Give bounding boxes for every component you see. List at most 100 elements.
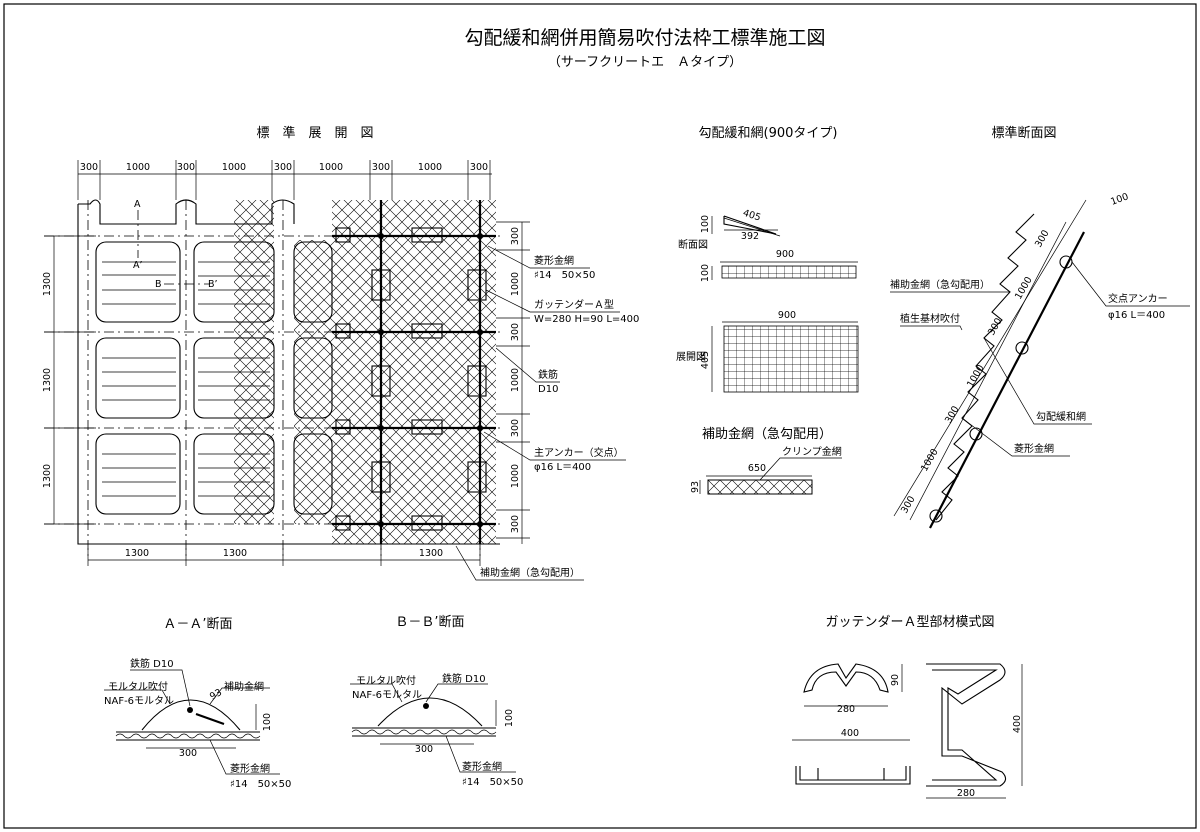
section-label-aux: 補助金網（急勾配用） bbox=[890, 278, 990, 291]
aux-net-dim-93: 93 bbox=[690, 481, 701, 493]
callout-rebar-spec: D10 bbox=[538, 384, 558, 395]
top-dim-5: 300 bbox=[274, 162, 292, 173]
development-callouts: 菱形金網 ♯14 50×50 ガッテンダーＡ型 W=280 H=90 L=400… bbox=[455, 245, 639, 581]
slope-net-dim-900a: 900 bbox=[776, 249, 794, 260]
mark-b: B bbox=[155, 279, 162, 290]
gutter-boxes bbox=[335, 227, 487, 531]
section-dim-100: 100 bbox=[1109, 191, 1130, 208]
section-bb-mortar bbox=[377, 697, 483, 727]
slope-net-dim-392: 392 bbox=[741, 231, 759, 242]
slope-net-elevation bbox=[721, 265, 857, 279]
slope-net-development bbox=[723, 325, 859, 393]
left-dim-3: 1300 bbox=[42, 464, 53, 488]
section-aa-aux: 補助金網 bbox=[224, 680, 264, 693]
sheet-border bbox=[3, 3, 1197, 829]
top-dim-2: 1000 bbox=[126, 162, 150, 173]
gutter-model-view: ガッテンダーＡ型部材模式図 280 90 400 400 280 bbox=[792, 615, 1023, 799]
callout-aux-net: 補助金網（急勾配用） bbox=[480, 566, 580, 579]
section-dim-300a: 300 bbox=[1033, 228, 1052, 249]
bottom-dim-1: 1300 bbox=[125, 548, 149, 559]
section-label-seed: 植生基材吹付 bbox=[900, 312, 960, 325]
gutter-arch-profile bbox=[803, 663, 889, 693]
left-dim-2: 1300 bbox=[42, 368, 53, 392]
top-dim-9: 300 bbox=[470, 162, 488, 173]
right-dim-6: 1000 bbox=[510, 464, 521, 488]
section-aa-dim-300: 300 bbox=[179, 748, 197, 759]
section-aa-mesh bbox=[115, 731, 261, 741]
right-dim-7: 300 bbox=[510, 515, 521, 533]
diamond-mesh-strip bbox=[234, 200, 274, 524]
section-marks: A A’ B B’ bbox=[133, 199, 218, 290]
slope-net-dim-405a: 405 bbox=[741, 208, 762, 224]
standard-section-view: 標準断面図 100 300 1000 300 1000 300 1000 300… bbox=[890, 125, 1190, 529]
section-aa-view: Ａ－Ａ’断面 300 100 93 鉄筋 D10 モルタル吹付 NAF-6モルタ… bbox=[104, 617, 291, 790]
right-dim-4: 1000 bbox=[510, 368, 521, 392]
slope-net-title: 勾配緩和網(900タイプ) bbox=[699, 126, 838, 141]
right-dim-5: 300 bbox=[510, 419, 521, 437]
section-aa-title: Ａ－Ａ’断面 bbox=[163, 617, 232, 632]
top-dim-1: 300 bbox=[80, 162, 98, 173]
top-dimension-line: 300 1000 300 1000 300 1000 300 1000 300 bbox=[77, 160, 492, 200]
section-aa-mesh-label: 菱形金網 bbox=[230, 762, 270, 775]
drawing-subtitle: （サーフクリートエ Ａタイプ） bbox=[548, 55, 742, 70]
section-bb-title: Ｂ－Ｂ’断面 bbox=[395, 615, 464, 630]
right-dim-3: 300 bbox=[510, 323, 521, 341]
slope-net-dim-900b: 900 bbox=[778, 310, 796, 321]
bottom-dim-3: 1300 bbox=[419, 548, 443, 559]
aux-net-mesh bbox=[707, 479, 813, 495]
section-aa-mortar bbox=[141, 699, 241, 731]
gutter-dim-400a: 400 bbox=[841, 728, 859, 739]
bottom-dim-2: 1300 bbox=[223, 548, 247, 559]
top-dim-8: 1000 bbox=[418, 162, 442, 173]
slope-net-dim-405b: 405 bbox=[700, 351, 711, 369]
development-view: 標 準 展 開 図 300 1000 300 1000 300 1000 300… bbox=[42, 125, 639, 581]
section-bb-naf: NAF-6モルタル bbox=[352, 689, 422, 701]
diamond-mesh-strip-2 bbox=[294, 240, 332, 524]
section-dim-1000c: 1000 bbox=[919, 447, 941, 473]
callout-gutter-spec: W=280 H=90 L=400 bbox=[534, 314, 639, 325]
gutter-side-profile bbox=[926, 663, 1007, 787]
section-bb-rebar: 鉄筋 D10 bbox=[442, 672, 486, 685]
top-dim-4: 1000 bbox=[222, 162, 246, 173]
development-title: 標 準 展 開 図 bbox=[256, 125, 373, 141]
section-bb-mesh-spec: ♯14 50×50 bbox=[462, 777, 523, 788]
drawing-title: 勾配緩和網併用簡易吹付法枠工標準施工図 bbox=[464, 27, 825, 49]
mark-b-prime: B’ bbox=[208, 279, 218, 290]
aux-net-clip-label: クリンプ金網 bbox=[782, 445, 842, 458]
section-bb-view: Ｂ－Ｂ’断面 300 100 モルタル吹付 NAF-6モルタル 鉄筋 D10 菱… bbox=[350, 615, 523, 788]
mark-a: A bbox=[134, 199, 141, 210]
section-bb-mesh-label: 菱形金網 bbox=[462, 760, 502, 773]
aux-net-title: 補助金網（急勾配用） bbox=[702, 426, 832, 442]
callout-anchor: 主アンカー（交点） bbox=[534, 446, 624, 459]
section-dim-300c: 300 bbox=[943, 404, 962, 425]
gutter-plan-profile bbox=[795, 766, 911, 785]
slope-net-dev-label: 展開図 bbox=[676, 351, 706, 363]
slope-net-section-label: 断面図 bbox=[678, 238, 708, 251]
section-aa-mesh-spec: ♯14 50×50 bbox=[230, 779, 291, 790]
gutter-dim-400b: 400 bbox=[1012, 715, 1023, 733]
gutter-model-title: ガッテンダーＡ型部材模式図 bbox=[825, 615, 994, 630]
rebar-lines bbox=[332, 200, 496, 544]
callout-diamond-mesh: 菱形金網 bbox=[534, 254, 574, 267]
standard-section-title: 標準断面図 bbox=[991, 125, 1056, 141]
right-dim-1: 300 bbox=[510, 227, 521, 245]
right-dim-2: 1000 bbox=[510, 272, 521, 296]
right-dimension-line: 300 1000 300 1000 300 1000 300 bbox=[496, 221, 530, 544]
section-label-slope-net: 勾配緩和網 bbox=[1036, 410, 1086, 423]
top-dim-3: 300 bbox=[177, 162, 195, 173]
section-bb-mortar-label: モルタル吹付 bbox=[356, 674, 416, 687]
gutter-dim-280a: 280 bbox=[837, 704, 855, 715]
aux-net-dim-650: 650 bbox=[748, 463, 766, 474]
gutter-dim-90: 90 bbox=[890, 674, 901, 686]
bottom-dimension-line: 1300 1300 1300 bbox=[87, 548, 481, 566]
section-aa-naf: NAF-6モルタル bbox=[104, 695, 174, 707]
callout-anchor-spec: φ16 L＝400 bbox=[534, 462, 591, 473]
top-dim-7: 300 bbox=[372, 162, 390, 173]
callout-rebar: 鉄筋 bbox=[538, 368, 558, 381]
slope-net-dim-100a: 100 bbox=[700, 215, 711, 233]
slope-net-dim-100b: 100 bbox=[700, 264, 711, 282]
section-aa-dim-100: 100 bbox=[262, 713, 273, 731]
section-bb-dim-300: 300 bbox=[415, 744, 433, 755]
gutter-dim-280b: 280 bbox=[957, 788, 975, 799]
